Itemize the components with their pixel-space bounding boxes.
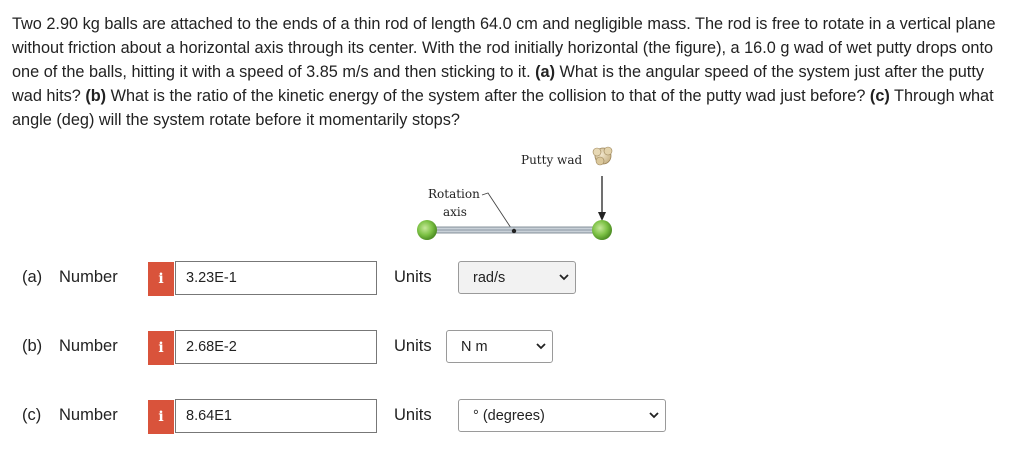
chevron-down-icon	[536, 343, 546, 350]
part-a-tag: (a)	[535, 63, 556, 81]
units-label-a: Units	[394, 268, 432, 286]
units-select-b[interactable]: N m	[446, 330, 553, 363]
rod	[429, 226, 603, 234]
answer-row-a: (a) Number i Units rad/s	[0, 260, 1012, 298]
part-b-text: What is the ratio of the kinetic energy …	[106, 87, 870, 105]
part-c-tag: (c)	[869, 87, 890, 105]
number-label-b: Number	[59, 337, 118, 355]
left-ball	[417, 220, 437, 240]
number-label-a: Number	[59, 268, 118, 286]
units-select-b-value: N m	[461, 339, 488, 355]
fall-arrow-icon	[598, 176, 606, 221]
units-select-a[interactable]: rad/s	[458, 261, 576, 294]
rotation-axis-label-line2: axis	[443, 205, 467, 219]
part-b-label: (b)	[22, 337, 43, 355]
info-button-a[interactable]: i	[148, 262, 174, 296]
info-button-c[interactable]: i	[148, 400, 174, 434]
part-a-text: What is the angular speed of the system …	[12, 63, 984, 105]
part-c-label: (c)	[22, 406, 42, 424]
part-a-label: (a)	[22, 268, 43, 286]
units-label-c: Units	[394, 406, 432, 424]
axis-leader-line	[481, 192, 514, 232]
question-text: Two 2.90 kg balls are attached to the en…	[12, 12, 1002, 132]
rod-diagram: Putty wad Rotation axis	[417, 146, 613, 240]
answer-row-c: (c) Number i Units ° (degrees)	[0, 398, 1012, 436]
part-b-tag: (b)	[85, 87, 107, 105]
chevron-down-icon	[559, 274, 569, 281]
right-ball	[592, 220, 612, 240]
chevron-down-icon	[649, 412, 659, 419]
putty-wad-icon	[592, 146, 613, 166]
units-label-b: Units	[394, 337, 432, 355]
rotation-axis-label-line1: Rotation	[428, 187, 480, 201]
answer-input-a[interactable]	[175, 261, 377, 295]
answer-row-b: (b) Number i Units N m	[0, 329, 1012, 367]
info-button-b[interactable]: i	[148, 331, 174, 365]
rotation-axis-pivot	[511, 228, 517, 234]
question-intro: Two 2.90 kg balls are attached to the en…	[12, 15, 996, 81]
number-label-c: Number	[59, 406, 118, 424]
putty-wad-label: Putty wad	[521, 153, 582, 167]
answer-input-c[interactable]	[175, 399, 377, 433]
units-select-c-value: ° (degrees)	[473, 408, 545, 424]
units-select-a-value: rad/s	[473, 270, 506, 286]
answer-input-b[interactable]	[175, 330, 377, 364]
rod-figure: Putty wad Rotation axis	[410, 140, 640, 252]
part-c-text: Through what angle (deg) will the system…	[12, 87, 994, 129]
units-select-c[interactable]: ° (degrees)	[458, 399, 666, 432]
